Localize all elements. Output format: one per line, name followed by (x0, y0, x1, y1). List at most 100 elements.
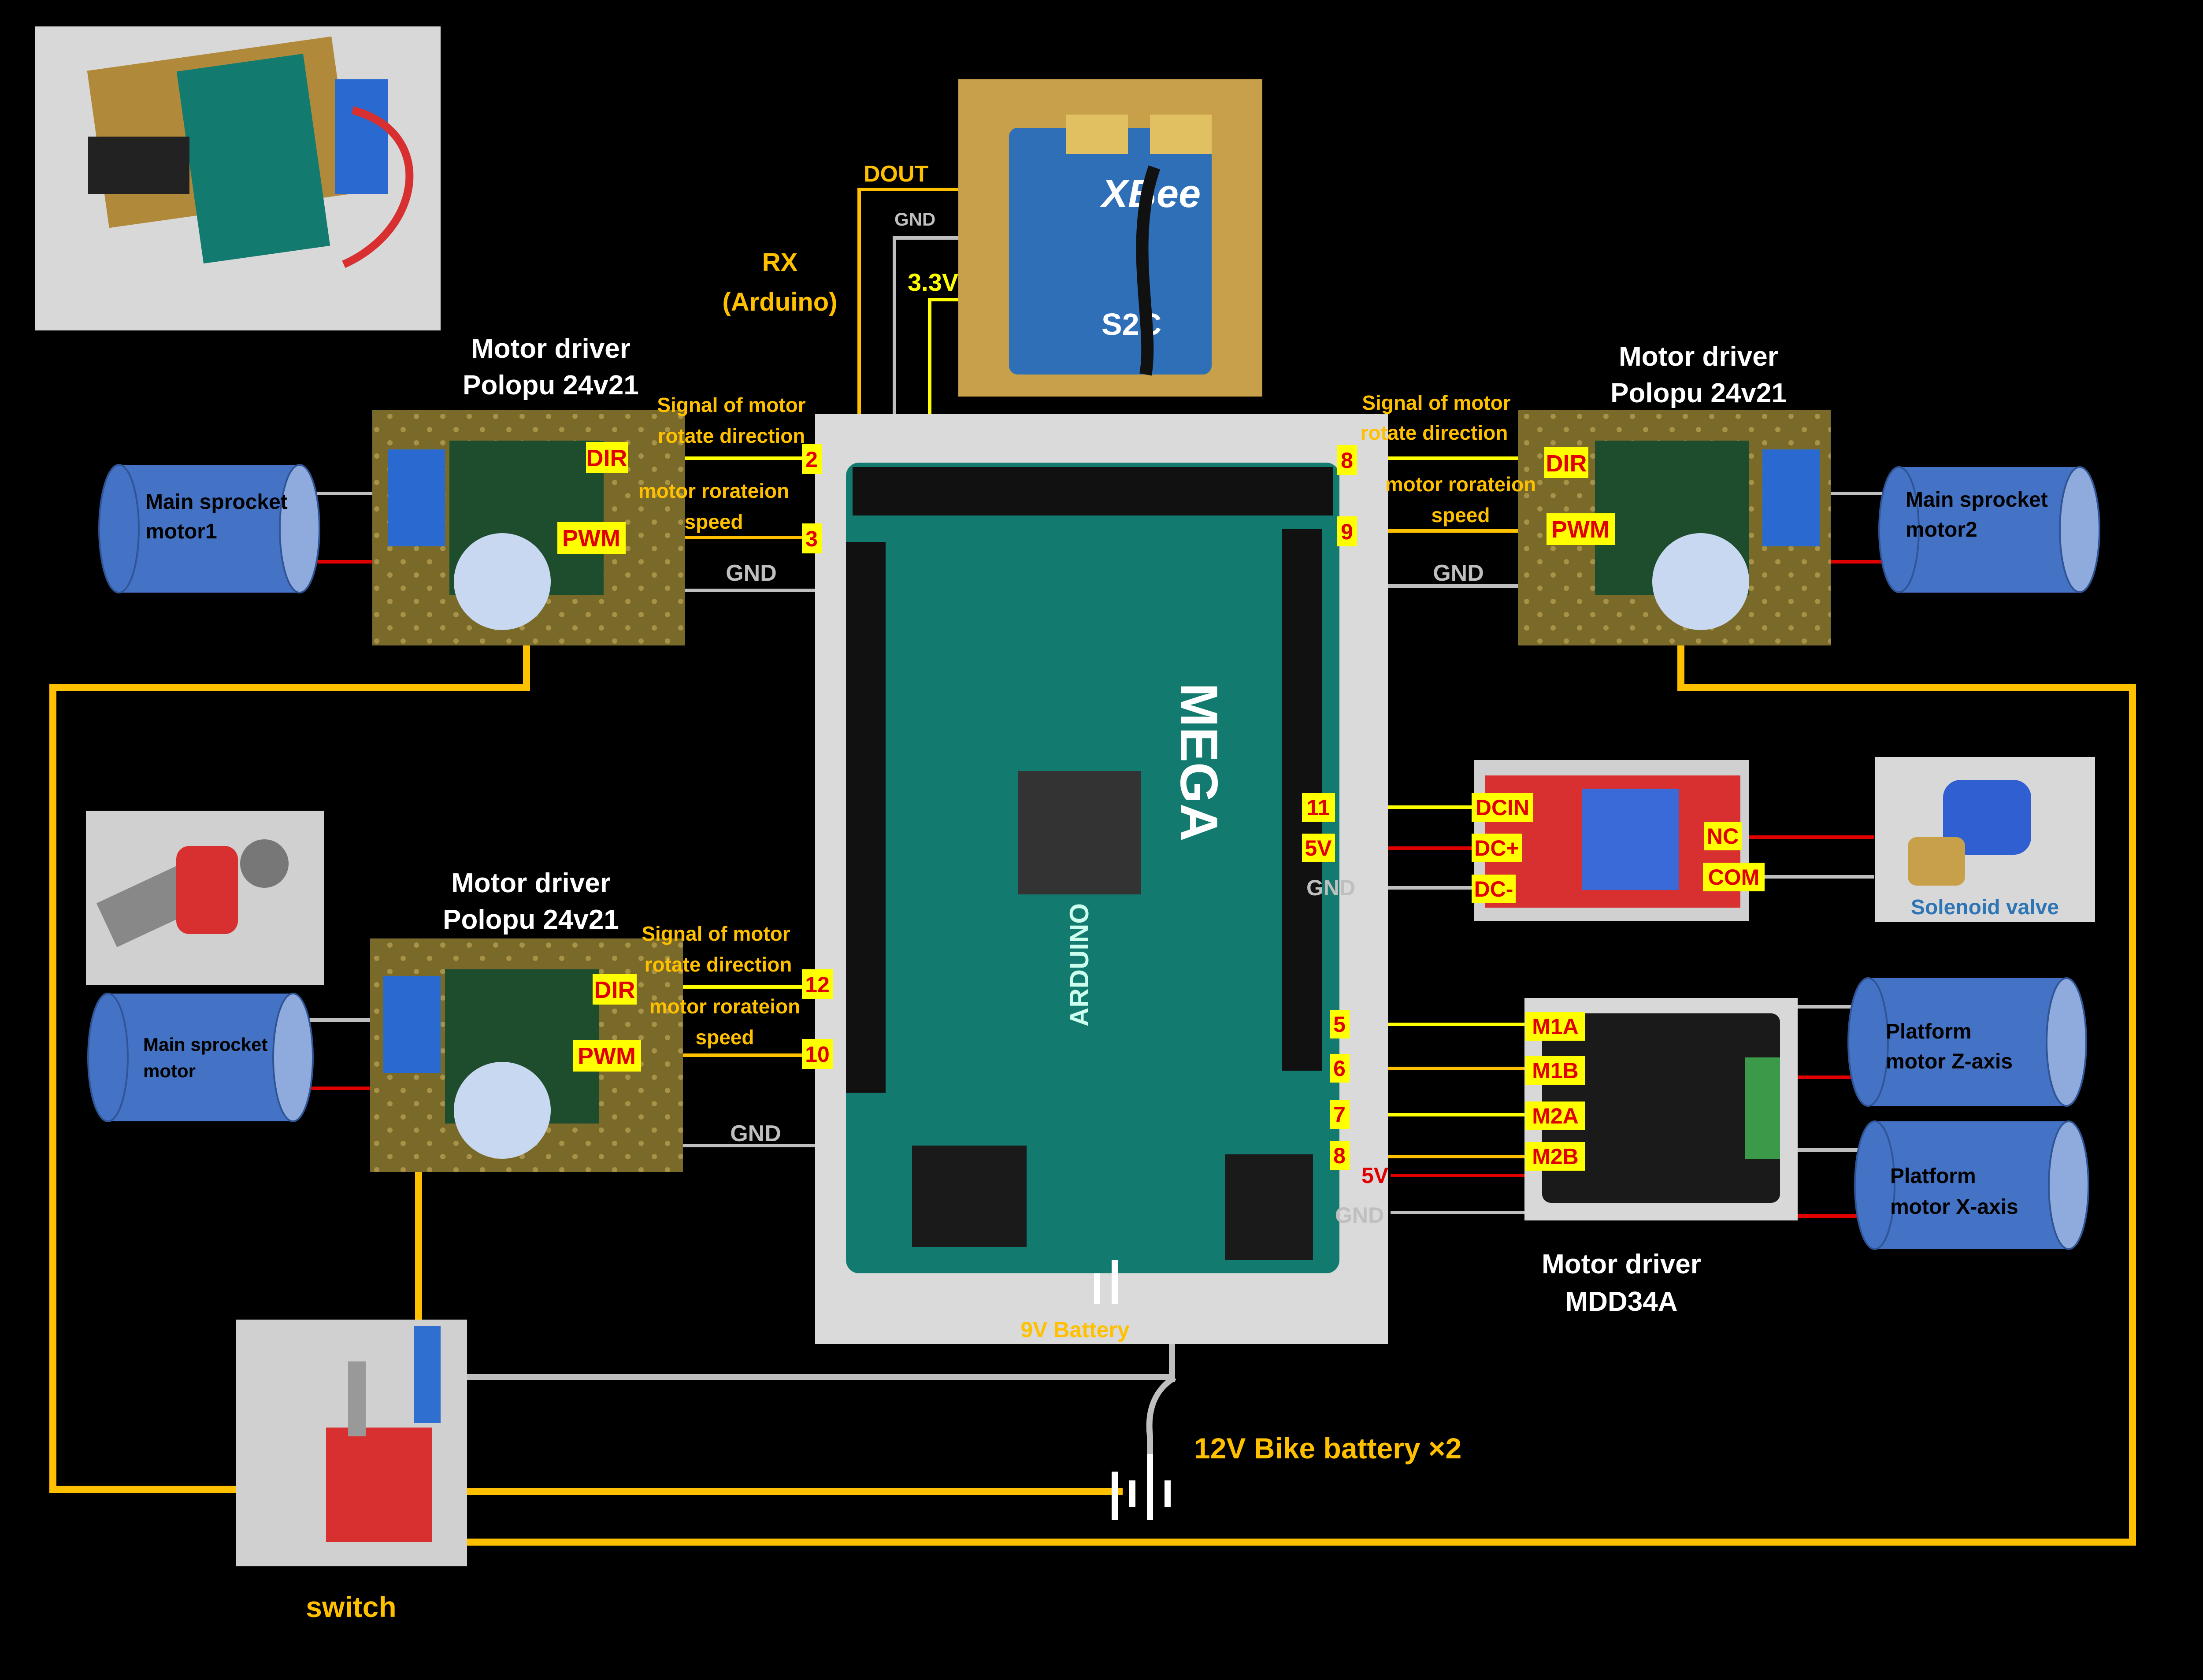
driver-left-top-speed1: motor rorateion (638, 479, 789, 502)
driver-right-top-signal1: Signal of motor (1362, 391, 1510, 414)
driver-left-top-signal2: rotate direction (658, 424, 805, 447)
relay-module (1474, 760, 1749, 921)
driver-left-bottom-title2: Polopu 24v21 (443, 905, 619, 935)
svg-text:9: 9 (1341, 519, 1353, 544)
switch-photo (236, 1320, 467, 1566)
svg-text:11: 11 (1307, 795, 1330, 820)
motor-z-label1: Platform (1886, 1020, 1972, 1043)
driver-right-top-signal2: rotate direction (1361, 421, 1508, 444)
relay-com: COM (1703, 863, 1765, 891)
driver-left-bottom-signal1: Signal of motor (642, 922, 790, 945)
motor-x-cylinder: Platform motor X-axis (1854, 1120, 2089, 1250)
xbee-33v-label: 3.3V (908, 268, 958, 296)
driver-left-bottom-gnd: GND (730, 1121, 781, 1146)
solenoid-label: Solenoid valve (1911, 896, 2059, 919)
driver-right-top-speed1: motor rorateion (1385, 473, 1536, 496)
battery-12v-label: 12V Bike battery ×2 (1194, 1432, 1461, 1465)
driver-left-top-title2: Polopu 24v21 (463, 370, 639, 401)
motor1-label1: Main sprocket (145, 490, 288, 514)
battery-12v-symbol (1112, 1454, 1171, 1520)
motor2-cylinder: Main sprocket motor2 (1878, 466, 2100, 593)
driver-right-top-pin-8: 8 (1337, 445, 1357, 475)
svg-text:7: 7 (1333, 1102, 1346, 1127)
battery-9v-symbol (1094, 1260, 1118, 1304)
arduino-mega-logo: MEGA (1169, 683, 1228, 842)
mdd-m2a: M2A (1525, 1101, 1585, 1130)
mdd-m2b: M2B (1525, 1142, 1585, 1171)
driver-left-top (372, 410, 685, 645)
svg-text:DIR: DIR (586, 445, 627, 471)
svg-text:DIR: DIR (594, 977, 635, 1003)
svg-text:6: 6 (1333, 1056, 1346, 1081)
driver-left-bottom-speed1: motor rorateion (649, 995, 800, 1018)
arduino-brand-text: ARDUINO (1064, 903, 1094, 1027)
driver-right-top-title1: Motor driver (1619, 341, 1778, 372)
svg-text:PWM: PWM (562, 525, 620, 552)
xbee-gnd-label: GND (894, 209, 935, 230)
svg-text:8: 8 (1333, 1143, 1346, 1168)
driver-left-top-gnd: GND (726, 560, 777, 586)
xbee-dout-label: DOUT (864, 161, 929, 187)
mdd-5v: 5V (1361, 1163, 1389, 1188)
driver-right-top (1518, 410, 1831, 645)
svg-text:DCIN: DCIN (1476, 795, 1529, 820)
motor2-label1: Main sprocket (1906, 488, 2048, 512)
svg-text:DC+: DC+ (1474, 836, 1519, 860)
svg-text:12: 12 (805, 972, 830, 997)
motor2-label2: motor2 (1906, 518, 1977, 541)
motor-z-cylinder: Platform motor Z-axis (1847, 977, 2087, 1107)
arduino-mega-board: MEGA ARDUINO (815, 414, 1388, 1344)
relay-pin-11: 11 (1302, 793, 1335, 822)
svg-text:PWM: PWM (578, 1043, 636, 1069)
motor1-cylinder: Main sprocket motor1 (98, 464, 320, 593)
xbee-module: XBee S2C (958, 79, 1262, 397)
driver-left-top-signal1: Signal of motor (657, 393, 805, 416)
relay-pin-gnd: GND (1306, 875, 1355, 900)
relay-dcminus: DC- (1472, 875, 1516, 903)
motor1-label2: motor1 (145, 520, 217, 543)
driver-left-top-title1: Motor driver (471, 334, 630, 364)
driver-right-top-speed2: speed (1432, 504, 1490, 527)
mdd-gnd: GND (1335, 1203, 1384, 1228)
svg-text:2: 2 (805, 447, 818, 472)
driver-left-top-dir-box: DIR (586, 442, 628, 473)
driver-right-top-dir-box: DIR (1544, 447, 1588, 478)
svg-text:5V: 5V (1305, 836, 1332, 860)
driver-left-bottom-dir-box: DIR (593, 974, 637, 1005)
svg-text:COM: COM (1708, 865, 1760, 890)
driver-left-top-pin-2: 2 (802, 444, 822, 474)
mdd34a-board (1524, 998, 1798, 1220)
svg-text:5: 5 (1333, 1012, 1346, 1037)
solenoid-valve-photo: Solenoid valve (1875, 757, 2095, 922)
driver-right-top-pwm-box: PWM (1547, 513, 1615, 545)
svg-text:8: 8 (1341, 448, 1353, 473)
motor-z-label2: motor Z-axis (1886, 1050, 2013, 1073)
svg-text:M1B: M1B (1532, 1058, 1579, 1083)
svg-text:10: 10 (805, 1042, 830, 1067)
relay-nc: NC (1704, 822, 1742, 850)
motor-x-label2: motor X-axis (1890, 1195, 2018, 1219)
mdd-m1a: M1A (1525, 1012, 1585, 1041)
mdd-pin-6: 6 (1330, 1054, 1350, 1083)
driver-left-bottom-title1: Motor driver (451, 868, 611, 898)
mdd-pin-7: 7 (1330, 1100, 1350, 1129)
motor-x-label1: Platform (1890, 1165, 1976, 1188)
driver-left-bottom-pwm-box: PWM (573, 1040, 641, 1072)
svg-text:3: 3 (805, 527, 818, 551)
svg-text:DC-: DC- (1474, 877, 1513, 901)
motor3-label2: motor (143, 1061, 196, 1081)
driver-left-top-speed2: speed (685, 510, 743, 533)
svg-text:M2A: M2A (1532, 1104, 1579, 1128)
relay-dcin: DCIN (1472, 793, 1533, 822)
driver-right-top-pin-9: 9 (1337, 516, 1357, 546)
assembly-photo (35, 26, 441, 330)
driver-left-top-pwm-box: PWM (557, 522, 626, 554)
mdd-pin-8: 8 (1330, 1141, 1350, 1170)
rx-arduino-label: (Arduino) (723, 288, 838, 316)
motor3-label1: Main sprocket (143, 1034, 267, 1055)
mdd-pin-5: 5 (1330, 1010, 1350, 1038)
driver-left-top-pin-3: 3 (802, 523, 822, 553)
relay-pin-5v: 5V (1302, 834, 1335, 862)
mdd-title1: Motor driver (1542, 1249, 1701, 1279)
mdd-m1b: M1B (1525, 1056, 1585, 1085)
